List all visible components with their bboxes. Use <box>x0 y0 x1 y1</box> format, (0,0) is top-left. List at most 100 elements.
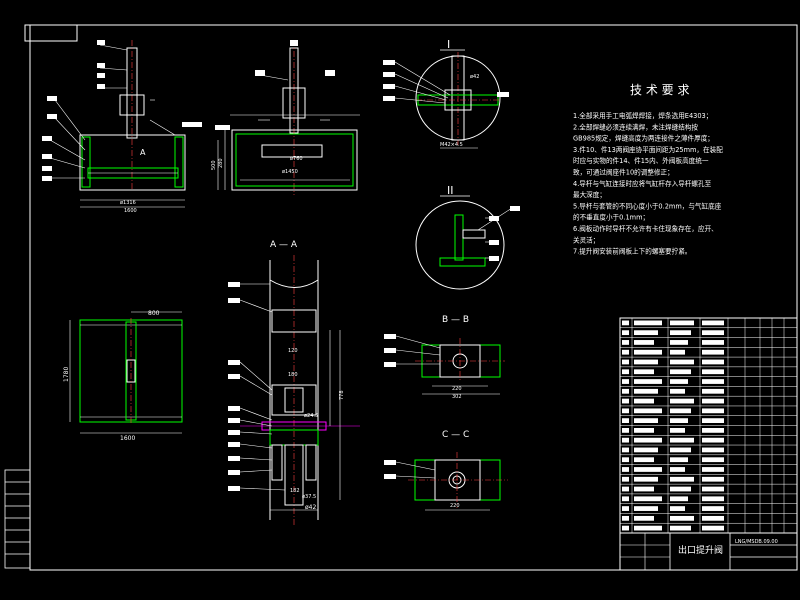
parts-list-cell-mark <box>634 369 654 375</box>
parts-list <box>619 317 798 534</box>
detail-i-d42: ø42 <box>470 74 479 80</box>
aa-dim-182: 182 <box>290 488 300 494</box>
parts-list-cell-mark <box>702 437 724 443</box>
parts-list-cell-mark <box>634 467 662 472</box>
parts-list-cell-mark <box>634 476 658 482</box>
parts-list-cell-mark <box>634 418 658 423</box>
parts-list-cell-mark <box>702 428 724 433</box>
aa-dim-180: 180 <box>288 372 298 378</box>
parts-list-cell-mark <box>634 320 662 326</box>
parts-list-cell-mark <box>634 388 658 394</box>
parts-list-cell-mark <box>622 398 629 404</box>
parts-list-cell-mark <box>622 340 629 345</box>
tech-requirement-line: 关灵活； <box>573 235 599 244</box>
parts-list-cell-mark <box>634 447 658 453</box>
aa-dim-d42: ø42 <box>305 504 316 511</box>
section-bb-view: B — B 220 302 <box>384 315 505 400</box>
tech-requirement-line: 最大深度； <box>573 190 606 199</box>
parts-list-cell-mark <box>622 369 629 375</box>
parts-list-cell-mark <box>634 379 662 384</box>
tech-requirement-line: 时应与实物的件14、件15内、外阀板高度统一 <box>573 156 709 165</box>
parts-list-cell-mark <box>622 486 629 492</box>
parts-list-cell-mark <box>702 408 724 414</box>
parts-list-cell-mark <box>702 320 724 326</box>
parts-list-cell-mark <box>702 369 724 375</box>
front-view: A ø1316 1600 <box>42 40 186 214</box>
parts-list-cell-mark <box>622 320 629 326</box>
parts-list-cell-mark <box>702 476 724 482</box>
tech-requirement-line: 4.导杆与气缸连接时应将气缸杆存入导杆螺孔至 <box>573 179 712 188</box>
tech-requirement-line: 1.全部采用手工电弧焊焊接，焊条选用E4303； <box>573 111 712 120</box>
front-width-dim2: 1600 <box>124 208 137 214</box>
parts-list-cell-mark <box>702 496 724 502</box>
aa-dim-d37: ø37.5 <box>302 494 316 500</box>
side-inner-dim: ø760 <box>290 156 303 162</box>
parts-list-cell-mark <box>670 369 691 375</box>
parts-list-cell-mark <box>702 486 724 492</box>
section-cc-label: C — C <box>442 430 469 440</box>
cc-dim-220: 220 <box>450 503 460 509</box>
side-dim-280: 280 <box>218 158 224 168</box>
detail-ii-view: II <box>415 184 520 290</box>
section-aa-label: A — A <box>270 240 298 250</box>
parts-list-cell-mark <box>670 457 688 463</box>
parts-list-cell-mark <box>670 408 691 414</box>
parts-list-cell-mark <box>622 428 629 433</box>
parts-list-cell-mark <box>670 349 685 355</box>
parts-list-cell-mark <box>670 388 685 394</box>
parts-list-cell-mark <box>634 457 654 463</box>
corner-label-box <box>24 24 78 42</box>
section-aa-view: A — A <box>228 240 360 525</box>
parts-list-cell-mark <box>634 506 658 511</box>
parts-list-cell-mark <box>670 320 694 326</box>
plan-height-dim: 1780 <box>63 367 70 382</box>
side-view: ø760 ø1450 280 500 <box>182 40 360 195</box>
parts-list-cell-mark <box>634 428 654 433</box>
parts-list-cell-mark <box>702 457 724 463</box>
parts-list-cell-mark <box>622 457 629 463</box>
detail-i-label: I <box>447 38 450 51</box>
parts-list-cell-mark <box>622 447 629 453</box>
parts-list-cell-mark <box>670 340 688 345</box>
plan-view: 1600 800 1780 <box>63 310 183 442</box>
parts-list-cell-mark <box>670 437 694 443</box>
tech-heading: 技 术 要 求 <box>630 83 689 97</box>
aa-dim-d24: ø24.5 <box>304 413 318 419</box>
parts-list-cell-mark <box>634 496 662 502</box>
parts-list-cell-mark <box>634 515 654 521</box>
parts-list-cell-mark <box>702 515 724 521</box>
parts-list-cell-mark <box>634 486 654 492</box>
parts-list-cell-mark <box>622 515 629 521</box>
tech-requirement-line: 6.阀板动作时导杆不允许有卡住现象存在，应开、 <box>573 224 718 233</box>
tech-requirement-line: 的不垂直度小于0.1mm； <box>573 213 649 222</box>
arrow-a-label: A <box>140 148 146 157</box>
bb-dim-220: 220 <box>452 386 462 392</box>
parts-list-cell-mark <box>634 525 662 531</box>
parts-list-cell-mark <box>702 379 724 384</box>
parts-list-cell-mark <box>622 476 629 482</box>
tech-requirement-line: 7.提升阀安装前阀板上下的螺塞要拧紧。 <box>573 247 691 256</box>
detail-ii-label: II <box>447 184 454 197</box>
section-cc-view: C — C 220 <box>384 430 508 511</box>
parts-list-cell-mark <box>622 408 629 414</box>
title-text: 出口提升阀 <box>678 544 723 556</box>
parts-list-cell-mark <box>670 515 694 521</box>
parts-list-cell-mark <box>622 437 629 443</box>
section-bb-label: B — B <box>442 315 469 325</box>
tech-requirement-line: 致，可通过阀座件10的调整修正； <box>573 168 674 177</box>
sheet-border <box>29 24 798 571</box>
parts-list-cell-mark <box>634 408 662 414</box>
parts-list-cell-mark <box>634 330 658 336</box>
parts-list-cell-mark <box>702 467 724 472</box>
parts-list-cell-mark <box>670 379 688 384</box>
aa-dim-778: 778 <box>339 390 345 400</box>
parts-list-cell-mark <box>622 418 629 423</box>
parts-list-cell-mark <box>702 340 724 345</box>
parts-list-cell-mark <box>670 428 685 433</box>
parts-list-cell-mark <box>622 349 629 355</box>
tech-requirement-line: 2.全部焊缝必须连续满焊，未注焊缝结构按 <box>573 122 698 131</box>
parts-list-cell-mark <box>670 506 685 511</box>
parts-list-cell-mark <box>670 398 694 404</box>
aa-dim-120: 120 <box>288 348 298 354</box>
